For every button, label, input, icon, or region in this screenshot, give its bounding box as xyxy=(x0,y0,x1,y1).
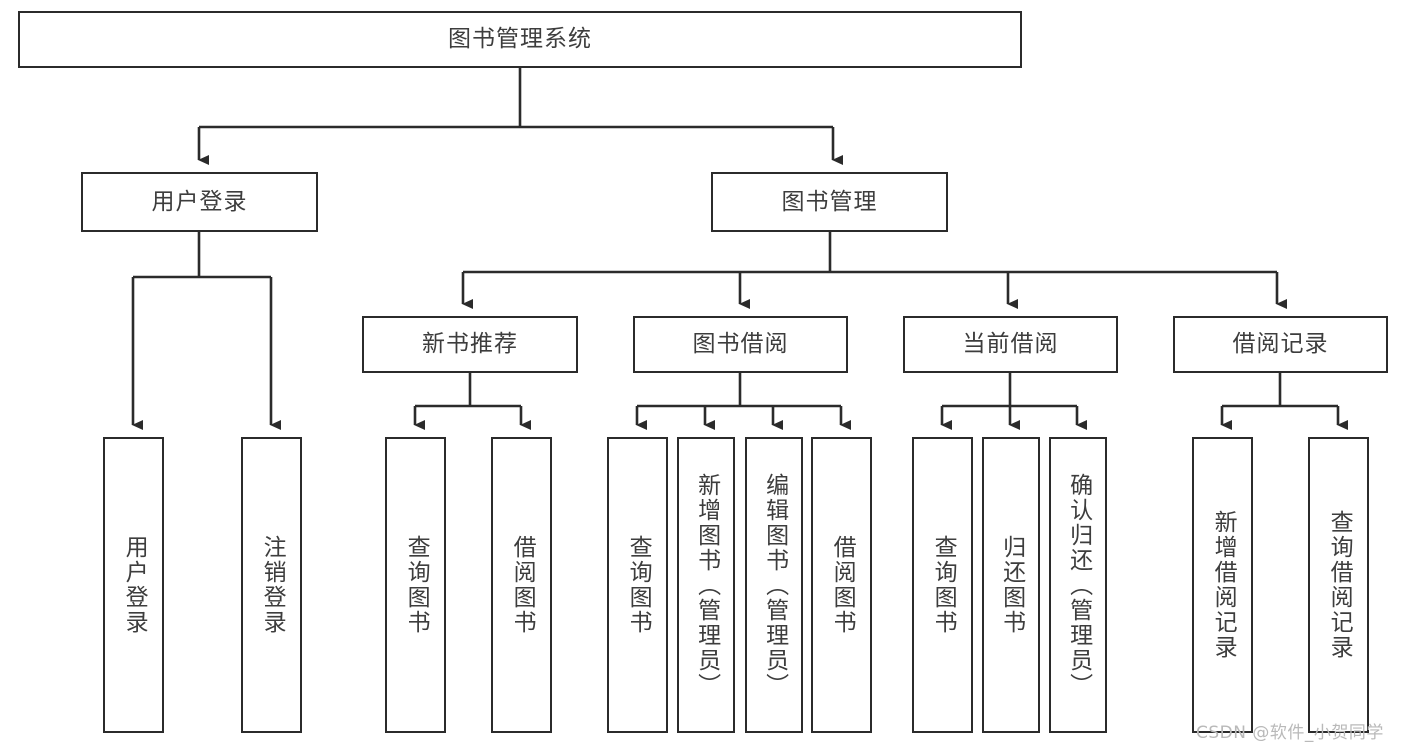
node-label: 确认归还（管理员） xyxy=(1065,472,1092,698)
node-label: 查询图书 xyxy=(930,535,957,635)
node-new-book-recommend[interactable]: 新书推荐 xyxy=(362,316,578,373)
node-label: 新增借阅记录 xyxy=(1210,510,1237,660)
node-label: 编辑图书（管理员） xyxy=(761,472,788,698)
node-root-book-management-system[interactable]: 图书管理系统 xyxy=(18,11,1022,68)
node-leaf-query-borrow-record[interactable]: 查询借阅记录 xyxy=(1308,437,1369,733)
csdn-watermark: CSDN @软件_小贺同学 xyxy=(1196,718,1384,743)
node-label: 借阅图书 xyxy=(829,535,856,635)
node-label: 查询图书 xyxy=(625,535,652,635)
node-leaf-query-book-current[interactable]: 查询图书 xyxy=(912,437,973,733)
node-label: 图书管理 xyxy=(781,188,878,215)
node-leaf-add-book-admin[interactable]: 新增图书（管理员） xyxy=(677,437,735,733)
node-book-borrow[interactable]: 图书借阅 xyxy=(633,316,848,373)
node-leaf-add-borrow-record[interactable]: 新增借阅记录 xyxy=(1192,437,1253,733)
node-label: 查询借阅记录 xyxy=(1326,510,1353,660)
node-label: 借阅图书 xyxy=(509,535,536,635)
node-label: 图书借阅 xyxy=(692,331,789,358)
node-leaf-return-book[interactable]: 归还图书 xyxy=(982,437,1040,733)
node-label: 查询图书 xyxy=(403,535,430,635)
node-label: 新书推荐 xyxy=(422,331,518,358)
node-label: 归还图书 xyxy=(998,535,1025,635)
node-label: 借阅记录 xyxy=(1232,331,1329,358)
node-book-management[interactable]: 图书管理 xyxy=(711,172,948,232)
node-leaf-user-login[interactable]: 用户登录 xyxy=(103,437,164,733)
node-leaf-query-book-borrow[interactable]: 查询图书 xyxy=(607,437,668,733)
node-leaf-borrow-book[interactable]: 借阅图书 xyxy=(811,437,872,733)
watermark-text: CSDN @软件_小贺同学 xyxy=(1196,723,1384,743)
node-label: 注销登录 xyxy=(259,535,286,635)
node-leaf-edit-book-admin[interactable]: 编辑图书（管理员） xyxy=(745,437,803,733)
node-label: 新增图书（管理员） xyxy=(693,472,720,698)
node-current-borrow[interactable]: 当前借阅 xyxy=(903,316,1118,373)
node-user-login[interactable]: 用户登录 xyxy=(81,172,318,232)
node-label: 用户登录 xyxy=(151,188,248,215)
node-label: 图书管理系统 xyxy=(448,26,592,53)
node-leaf-borrow-book-recommend[interactable]: 借阅图书 xyxy=(491,437,552,733)
node-label: 当前借阅 xyxy=(962,331,1059,358)
node-borrow-record[interactable]: 借阅记录 xyxy=(1173,316,1388,373)
node-leaf-confirm-return-admin[interactable]: 确认归还（管理员） xyxy=(1049,437,1107,733)
node-label: 用户登录 xyxy=(121,535,148,635)
node-leaf-logout[interactable]: 注销登录 xyxy=(241,437,302,733)
node-leaf-query-book-recommend[interactable]: 查询图书 xyxy=(385,437,446,733)
